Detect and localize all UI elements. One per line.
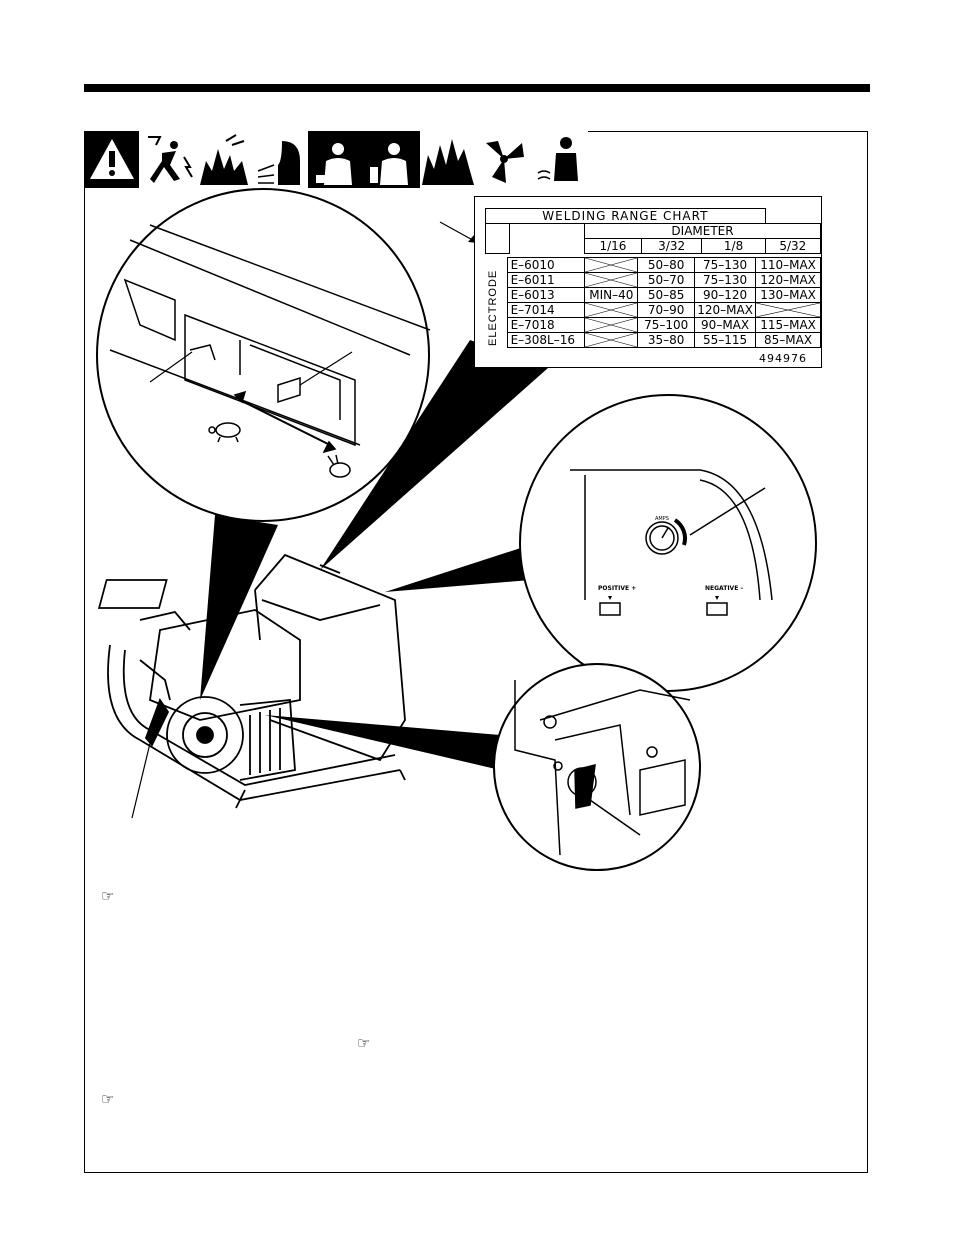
- inset-control-panel: [519, 394, 817, 692]
- moving-parts-icon: [476, 131, 532, 188]
- positive-label: POSITIVE +: [598, 585, 636, 592]
- diameter-1: 1/16: [584, 238, 642, 254]
- amperage-cell: 130–MAX: [755, 287, 821, 303]
- not-recommended-cell: [584, 272, 639, 288]
- amperage-cell: 120–MAX: [694, 302, 757, 318]
- amperage-cell: 50–70: [637, 272, 696, 288]
- inset-engine-switch: [493, 663, 701, 871]
- not-recommended-cell: [584, 257, 639, 273]
- hot-parts-icon: [532, 131, 588, 188]
- note-icon-2: ☞: [357, 1035, 371, 1052]
- electrode-axis-label: ELECTRODE: [487, 269, 499, 347]
- amperage-cell: 120–MAX: [755, 272, 821, 288]
- not-recommended-cell: [584, 332, 639, 348]
- arc-rays-icon: [252, 131, 308, 188]
- note-icon-3: ☞: [101, 1091, 115, 1108]
- not-recommended-cell: [755, 302, 821, 318]
- chart-title: WELDING RANGE CHART: [485, 208, 766, 224]
- electrode-cell: E–7018: [506, 317, 586, 333]
- diameter-2: 3/32: [640, 238, 703, 254]
- not-recommended-cell: [584, 317, 639, 333]
- negative-label: NEGATIVE –: [705, 585, 743, 592]
- amperage-cell: 90–120: [694, 287, 757, 303]
- amperage-cell: 55–115: [694, 332, 757, 348]
- welding-range-table: WELDING RANGE CHART DIAMETER 1/16 3/32 1…: [485, 208, 822, 254]
- fumes-gas-icon: [364, 131, 420, 188]
- diameter-4: 5/32: [764, 238, 822, 254]
- amperage-cell: 90–MAX: [694, 317, 757, 333]
- turtle-icon: [208, 422, 241, 443]
- amperage-cell: 75–100: [637, 317, 696, 333]
- hazard-icon-strip: [84, 131, 588, 188]
- amperage-cell: 75–130: [694, 272, 757, 288]
- fumes-icon: [308, 131, 364, 188]
- diameter-header: DIAMETER: [584, 223, 821, 239]
- not-recommended-cell: [584, 302, 639, 318]
- inset-magnifier-left: [96, 188, 430, 522]
- amperage-cell: 70–90: [637, 302, 696, 318]
- electrode-cell: E–7014: [506, 302, 586, 318]
- explosion-icon: [196, 131, 252, 188]
- part-number: 494976: [759, 352, 807, 365]
- fire-icon: [420, 131, 476, 188]
- amperage-cell: 85–MAX: [755, 332, 821, 348]
- amperage-cell: 50–85: [637, 287, 696, 303]
- generator-illustration: [97, 553, 406, 809]
- amps-label: AMPS: [655, 516, 669, 522]
- diameter-3: 1/8: [701, 238, 766, 254]
- electrode-cell: E–6010: [506, 257, 586, 273]
- welding-range-chart: WELDING RANGE CHART DIAMETER 1/16 3/32 1…: [474, 196, 822, 368]
- amperage-cell: 35–80: [637, 332, 696, 348]
- rabbit-icon: [327, 454, 351, 478]
- amperage-cell: 75–130: [694, 257, 757, 273]
- electric-shock-icon: [140, 131, 196, 188]
- top-rule: [84, 84, 870, 92]
- electrode-cell: E–6013: [506, 287, 586, 303]
- warning-icon: [84, 131, 140, 188]
- amperage-cell: 110–MAX: [755, 257, 821, 273]
- amperage-cell: 50–80: [637, 257, 696, 273]
- amperage-cell: 115–MAX: [755, 317, 821, 333]
- electrode-cell: E–308L–16: [506, 332, 586, 348]
- electrode-cell: E–6011: [506, 272, 586, 288]
- amperage-cell: MIN–40: [584, 287, 639, 303]
- note-icon-1: ☞: [101, 888, 115, 905]
